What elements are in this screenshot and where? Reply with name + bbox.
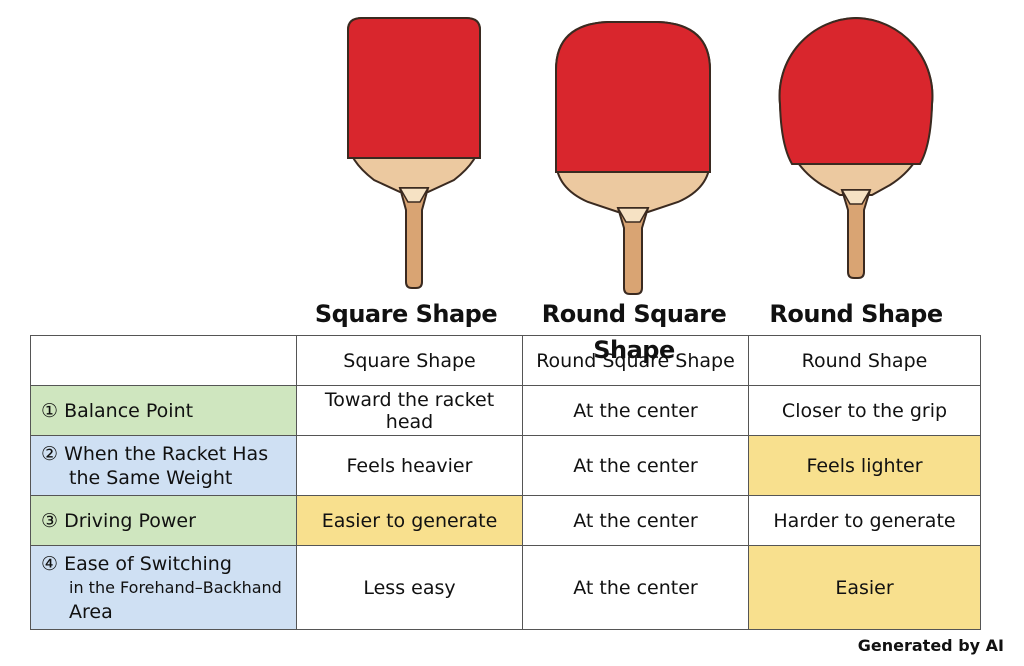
caption-round: Round Shape [769,300,943,328]
table-cell-highlight: Feels lighter [748,435,981,496]
row-label-line: Area [69,600,113,623]
table-cell: At the center [522,545,749,630]
round-square-racket-icon [555,21,711,295]
row-label-line: ② When the Racket Has [41,442,269,465]
header-empty-cell [30,335,297,386]
row-label: ③ Driving Power [30,495,297,546]
row-label-line: the Same Weight [69,466,233,489]
header-cell: Round Square Shape [522,335,749,386]
table-row: ④ Ease of Switching in the Forehand–Back… [30,545,981,630]
table-cell: Less easy [296,545,523,630]
header-cell: Round Shape [748,335,981,386]
table-cell: At the center [522,385,749,436]
table-header-row: Square Shape Round Square Shape Round Sh… [30,335,981,386]
row-label-line: in the Forehand–Backhand [69,577,282,597]
table-row: ③ Driving Power Easier to generate At th… [30,495,981,546]
comparison-table: Square Shape Round Square Shape Round Sh… [30,335,981,630]
table-cell: At the center [522,435,749,496]
table-cell: Toward the racket head [296,385,523,436]
generated-by-ai-label: Generated by AI [857,636,1004,655]
table-cell: Harder to generate [748,495,981,546]
row-label-line: ④ Ease of Switching [41,552,232,575]
table-row: ① Balance Point Toward the racket head A… [30,385,981,436]
square-racket-icon [347,17,481,289]
header-cell: Square Shape [296,335,523,386]
table-cell: Feels heavier [296,435,523,496]
table-cell-highlight: Easier to generate [296,495,523,546]
caption-square: Square Shape [314,300,498,328]
table-cell: Closer to the grip [748,385,981,436]
round-racket-icon [778,16,934,279]
caption-round-square: Round Square Shape [541,300,727,364]
row-label: ② When the Racket Has the Same Weight [30,435,297,496]
table-cell: At the center [522,495,749,546]
row-label: ④ Ease of Switching in the Forehand–Back… [30,545,297,630]
row-label: ① Balance Point [30,385,297,436]
table-cell-highlight: Easier [748,545,981,630]
table-row: ② When the Racket Has the Same Weight Fe… [30,435,981,496]
